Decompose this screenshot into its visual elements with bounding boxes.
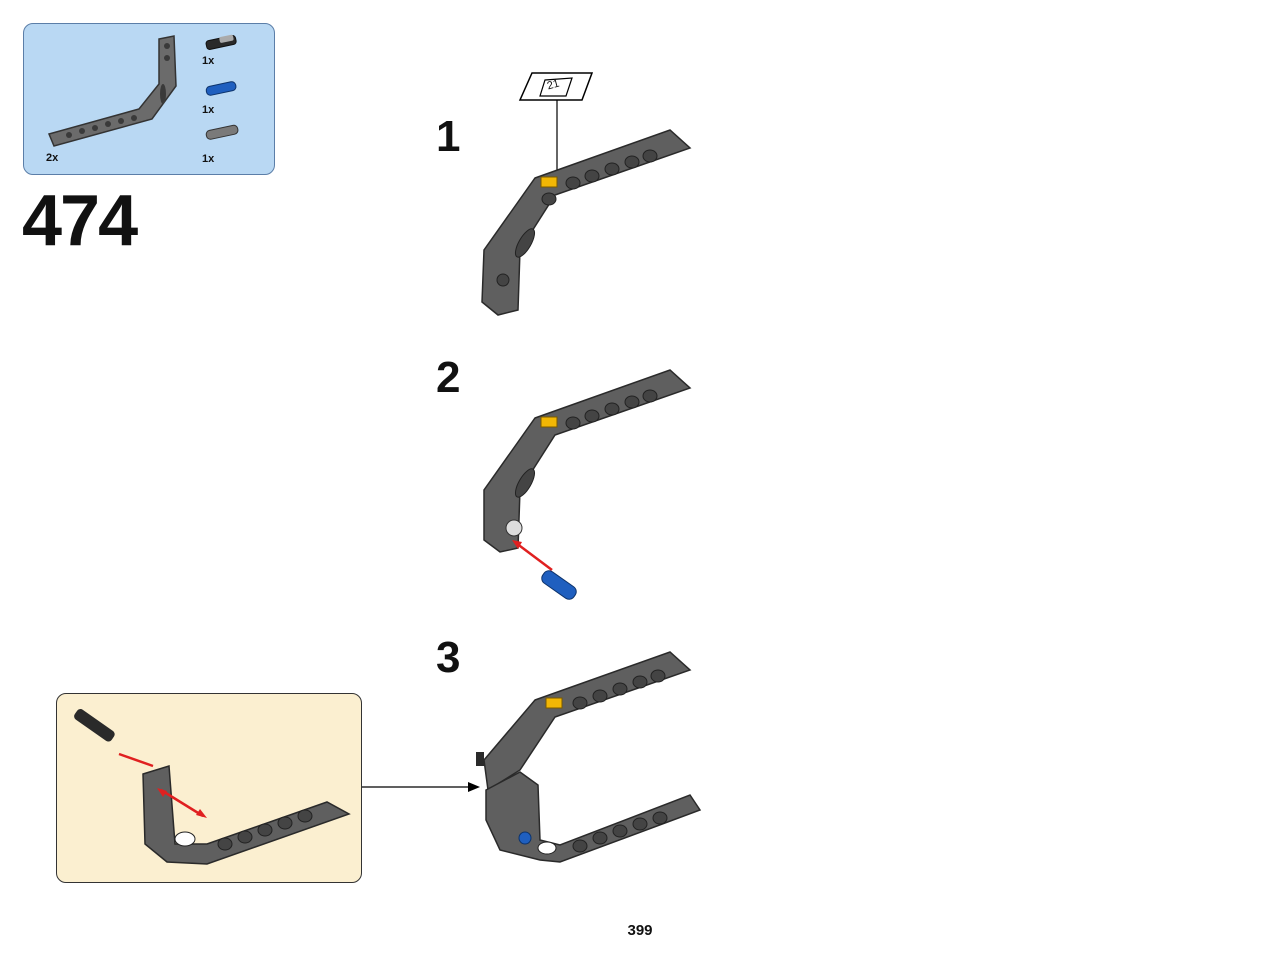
step-1-label: 1 (436, 112, 461, 161)
page-number: 399 (627, 922, 653, 939)
quantity-blue-pin: 1x (202, 104, 215, 116)
parts-list-panel: 2x 1x 1x 1x (23, 23, 275, 175)
blue-pin-part (205, 81, 237, 96)
sub-assembly-callout (56, 693, 362, 883)
quantity-gray-pin: 1x (202, 153, 215, 165)
step-3-label: 3 (436, 633, 461, 682)
parts-illustration (47, 34, 239, 147)
black-axle-pin-part (205, 34, 237, 50)
blue-pin-insert (541, 570, 577, 600)
quantity-black-pin: 1x (202, 55, 215, 67)
sticker-icon (518, 72, 594, 101)
gray-pin-part (205, 124, 239, 140)
step-number: 474 (22, 181, 138, 261)
callout-illustration (74, 709, 351, 865)
quantity-bent-beam: 2x (46, 152, 59, 164)
bent-beam-part (47, 35, 177, 147)
step-2-label: 2 (436, 353, 461, 402)
